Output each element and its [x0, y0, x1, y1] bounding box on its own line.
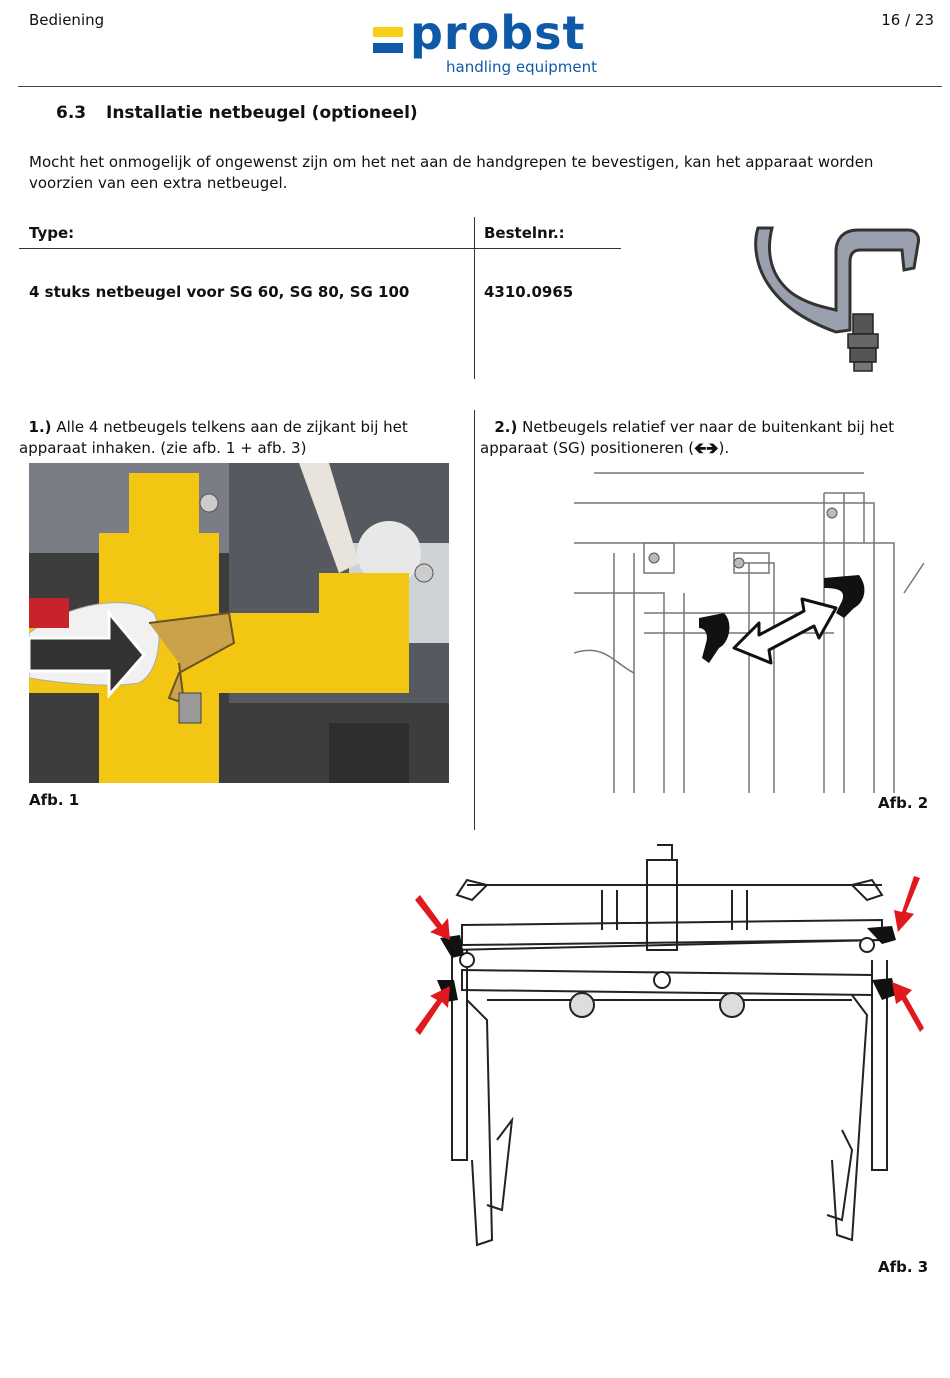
- step-2: 2.) Netbeugels relatief ver naar de buit…: [480, 417, 920, 459]
- column-divider: [474, 410, 475, 830]
- figure-2-caption: Afb. 2: [878, 794, 929, 812]
- figure-3-caption: Afb. 3: [878, 1258, 929, 1276]
- logo-bar-yellow: [373, 27, 403, 37]
- table-column-rule: [474, 217, 475, 379]
- table-cell-order-number: 4310.0965: [484, 283, 574, 301]
- header-divider: [18, 86, 942, 87]
- header-section-label: Bediening: [29, 11, 105, 29]
- table-header-order-number: Bestelnr.:: [484, 224, 565, 242]
- table-header-rule: [19, 248, 621, 249]
- figure-1-caption: Afb. 1: [29, 791, 80, 809]
- table-header-type: Type:: [29, 224, 75, 242]
- step-1-text: Alle 4 netbeugels telkens aan de zijkant…: [19, 418, 408, 457]
- intro-paragraph: Mocht het onmogelijk of ongewenst zijn o…: [29, 153, 874, 192]
- step-1-number: 1.): [28, 418, 52, 436]
- figure-3-drawing: [415, 844, 924, 1247]
- step-1: 1.) Alle 4 netbeugels telkens aan de zij…: [19, 417, 464, 459]
- double-arrow-icon: 🡸🡺: [694, 439, 719, 457]
- section-number: 6.3: [56, 103, 87, 123]
- step-2-text-end: ).: [718, 439, 730, 457]
- step-2-text: Netbeugels relatief ver naar de buitenka…: [480, 418, 895, 457]
- logo-wordmark: probst: [410, 6, 586, 60]
- logo-subtitle: handling equipment: [446, 58, 598, 76]
- net-bracket-image: [754, 226, 920, 372]
- section-title: Installatie netbeugel (optioneel): [106, 103, 418, 123]
- figure-2-drawing: [574, 472, 924, 793]
- page-number: 16 / 23: [881, 11, 934, 29]
- figure-1-photo: [29, 463, 449, 783]
- step-2-number: 2.): [494, 418, 518, 436]
- table-cell-type: 4 stuks netbeugel voor SG 60, SG 80, SG …: [29, 283, 410, 301]
- logo-bar-blue: [373, 43, 403, 53]
